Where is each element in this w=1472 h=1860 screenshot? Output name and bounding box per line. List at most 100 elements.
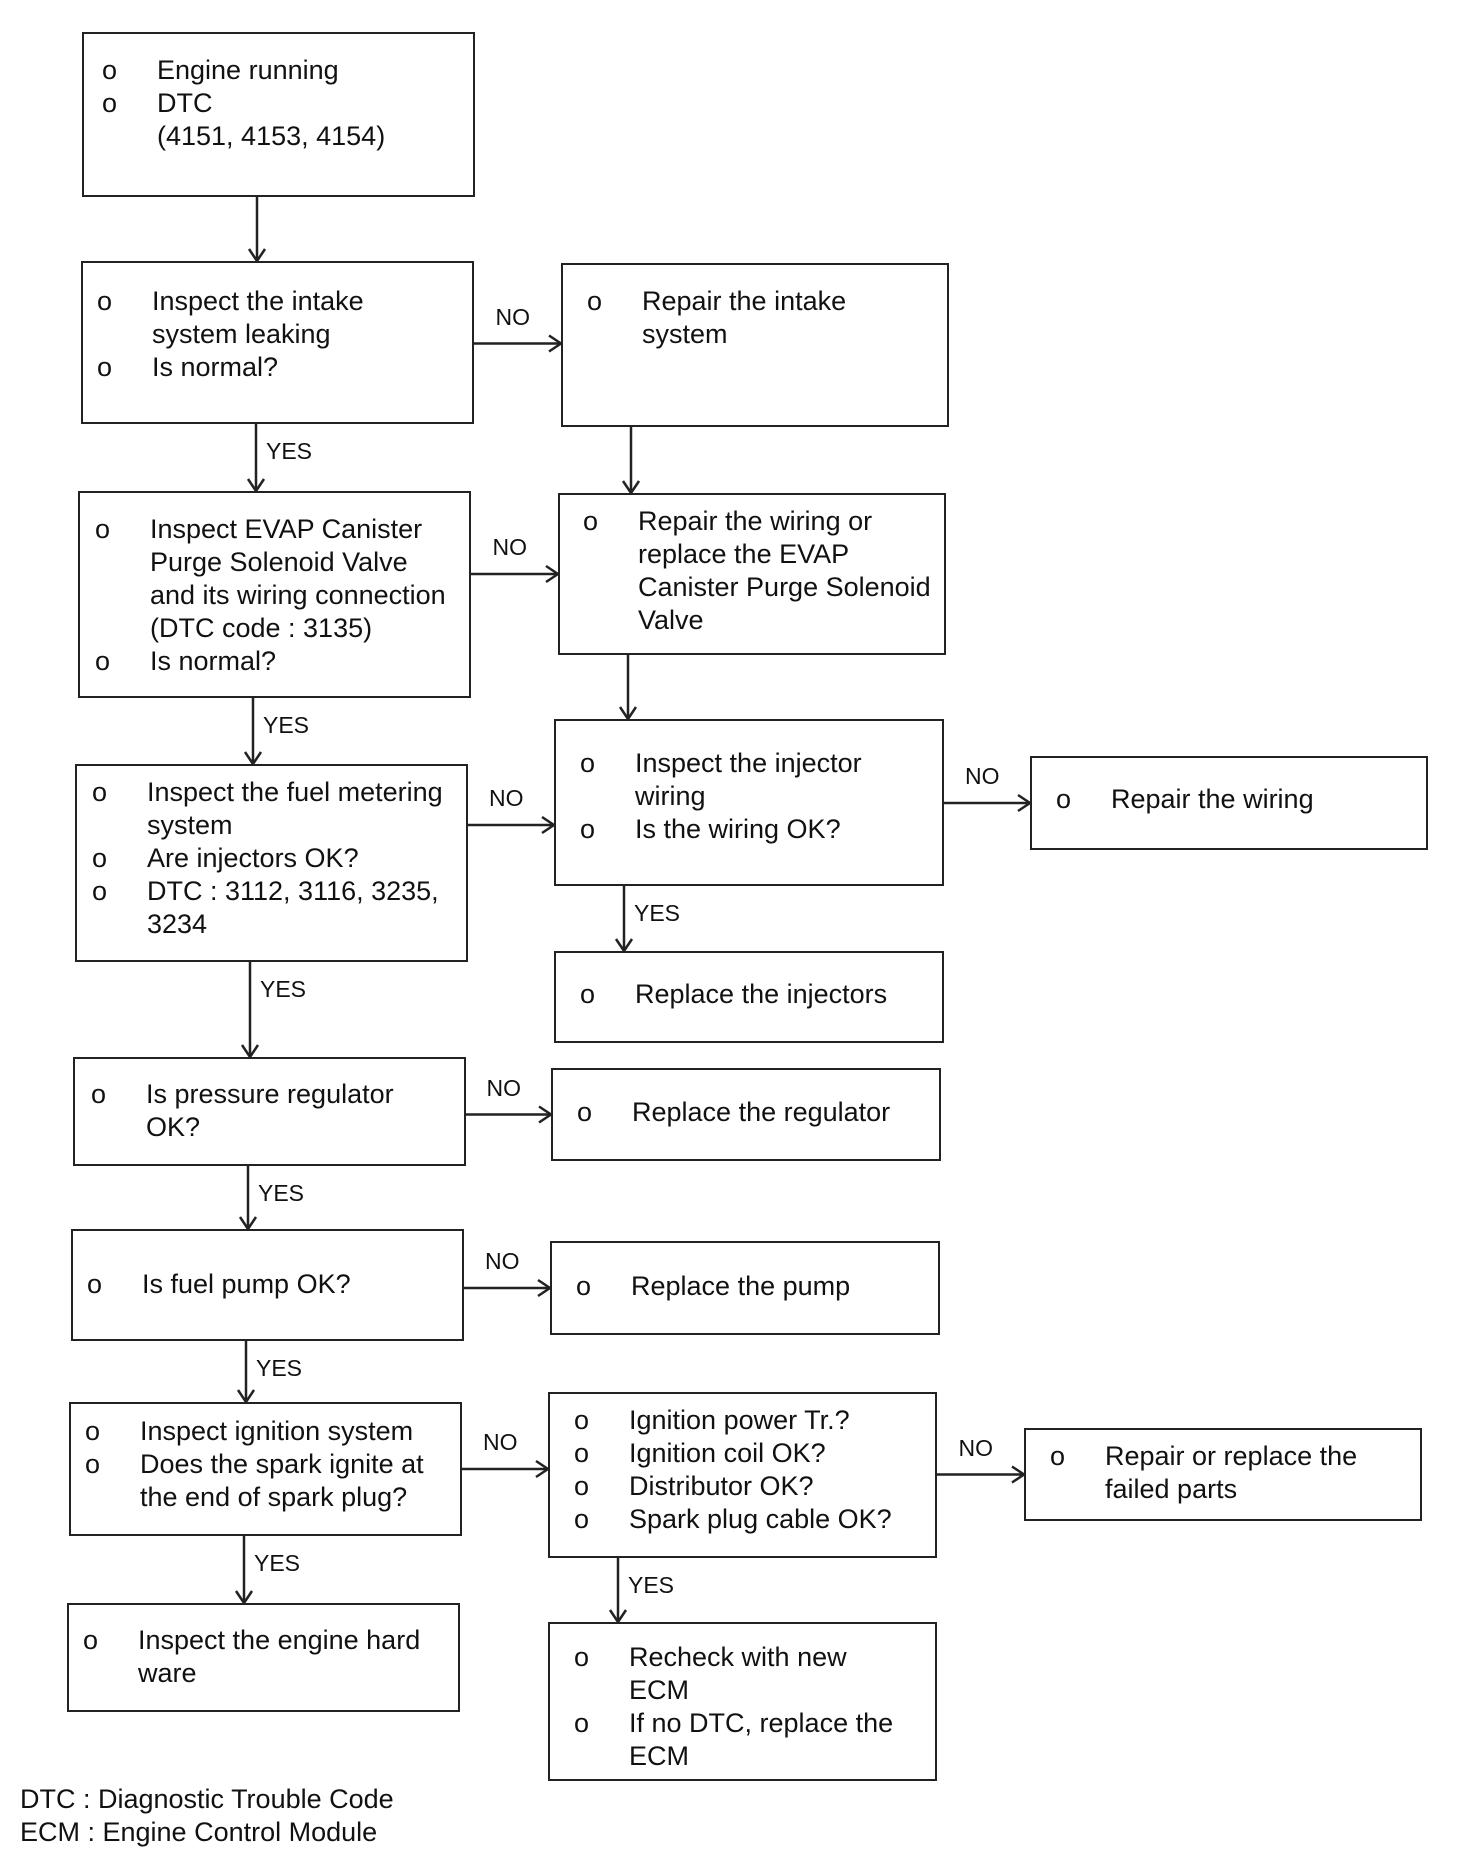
node-repair-wiring: o Repair the wiring (1030, 756, 1428, 850)
bullet-marker: o (92, 843, 108, 873)
node-replace-regulator: o Replace the regulator (551, 1068, 941, 1161)
node-item: o Replace the regulator (577, 1096, 935, 1129)
bullet-marker: o (95, 646, 111, 676)
bullet-marker: o (574, 1405, 590, 1435)
node-item-text: Is the wiring OK? (635, 814, 841, 844)
edge-label-yes: YES (254, 1550, 301, 1576)
node-item: o Replace the pump (576, 1270, 934, 1303)
edge-label-no: NO (958, 1434, 994, 1461)
edge-label-yes: YES (258, 1180, 305, 1206)
bullet-marker: o (577, 1097, 593, 1127)
bullet-marker: o (1056, 784, 1072, 814)
edge-label-yes: YES (260, 976, 307, 1002)
node-item-text: Ignition coil OK? (629, 1438, 826, 1468)
bullet-marker: o (85, 1449, 101, 1479)
legend-dtc: DTC : Diagnostic Trouble Code (20, 1784, 394, 1814)
bullet-marker: o (102, 55, 118, 85)
bullet-marker: o (95, 514, 111, 544)
bullet-marker: o (574, 1708, 590, 1738)
bullet-marker: o (91, 1079, 107, 1109)
bullet-marker: o (583, 506, 599, 536)
node-item-text: Spark plug cable OK? (629, 1504, 892, 1534)
node-item-text: DTC(4151, 4153, 4154) (157, 88, 386, 151)
node-item: o Is normal? (95, 645, 465, 678)
node-item: o Spark plug cable OK? (574, 1503, 931, 1536)
bullet-marker: o (576, 1271, 592, 1301)
edge-label-yes: YES (256, 1355, 303, 1381)
bullet-marker: o (574, 1438, 590, 1468)
node-item-text: Replace the pump (631, 1271, 851, 1301)
node-item: o DTC(4151, 4153, 4154) (102, 87, 469, 153)
bullet-marker: o (580, 979, 596, 1009)
node-replace-injectors: o Replace the injectors (554, 951, 944, 1043)
node-item: o Engine running (102, 54, 469, 87)
legend-ecm: ECM : Engine Control Module (20, 1817, 378, 1847)
node-item-text: Ignition power Tr.? (629, 1405, 850, 1435)
node-item-text: Replace the injectors (635, 979, 888, 1009)
edge-label-yes: YES (266, 438, 313, 464)
bullet-marker: o (587, 286, 603, 316)
bullet-marker: o (87, 1269, 103, 1299)
bullet-marker: o (102, 88, 118, 118)
node-item-text: Are injectors OK? (147, 843, 359, 873)
bullet-marker: o (83, 1625, 99, 1655)
edge-label-no: NO (489, 785, 524, 811)
node-item-text: DTC : 3112, 3116, 3235,3234 (147, 876, 439, 939)
node-item-text: Engine running (157, 55, 339, 85)
bullet-marker: o (97, 352, 113, 382)
node-item: o Are injectors OK? (92, 842, 462, 875)
node-item-text: Is normal? (150, 646, 277, 676)
edge-label-yes: YES (263, 712, 310, 738)
edge-label-yes: YES (628, 1572, 675, 1598)
node-item-text: Replace the regulator (632, 1097, 891, 1127)
edge-label-no: NO (492, 534, 528, 560)
node-item-text: Distributor OK? (629, 1471, 814, 1501)
node-item: o Ignition power Tr.? (574, 1404, 931, 1437)
bullet-marker: o (574, 1642, 590, 1672)
bullet-marker: o (97, 286, 113, 316)
node-item-text: Repair the wiring (1111, 784, 1314, 814)
edge-label-no: NO (486, 1074, 522, 1101)
bullet-marker: o (574, 1504, 590, 1534)
node-replace-pump: o Replace the pump (550, 1241, 940, 1335)
node-item: o Replace the injectors (580, 978, 938, 1011)
edge-label-no: NO (485, 1248, 520, 1274)
